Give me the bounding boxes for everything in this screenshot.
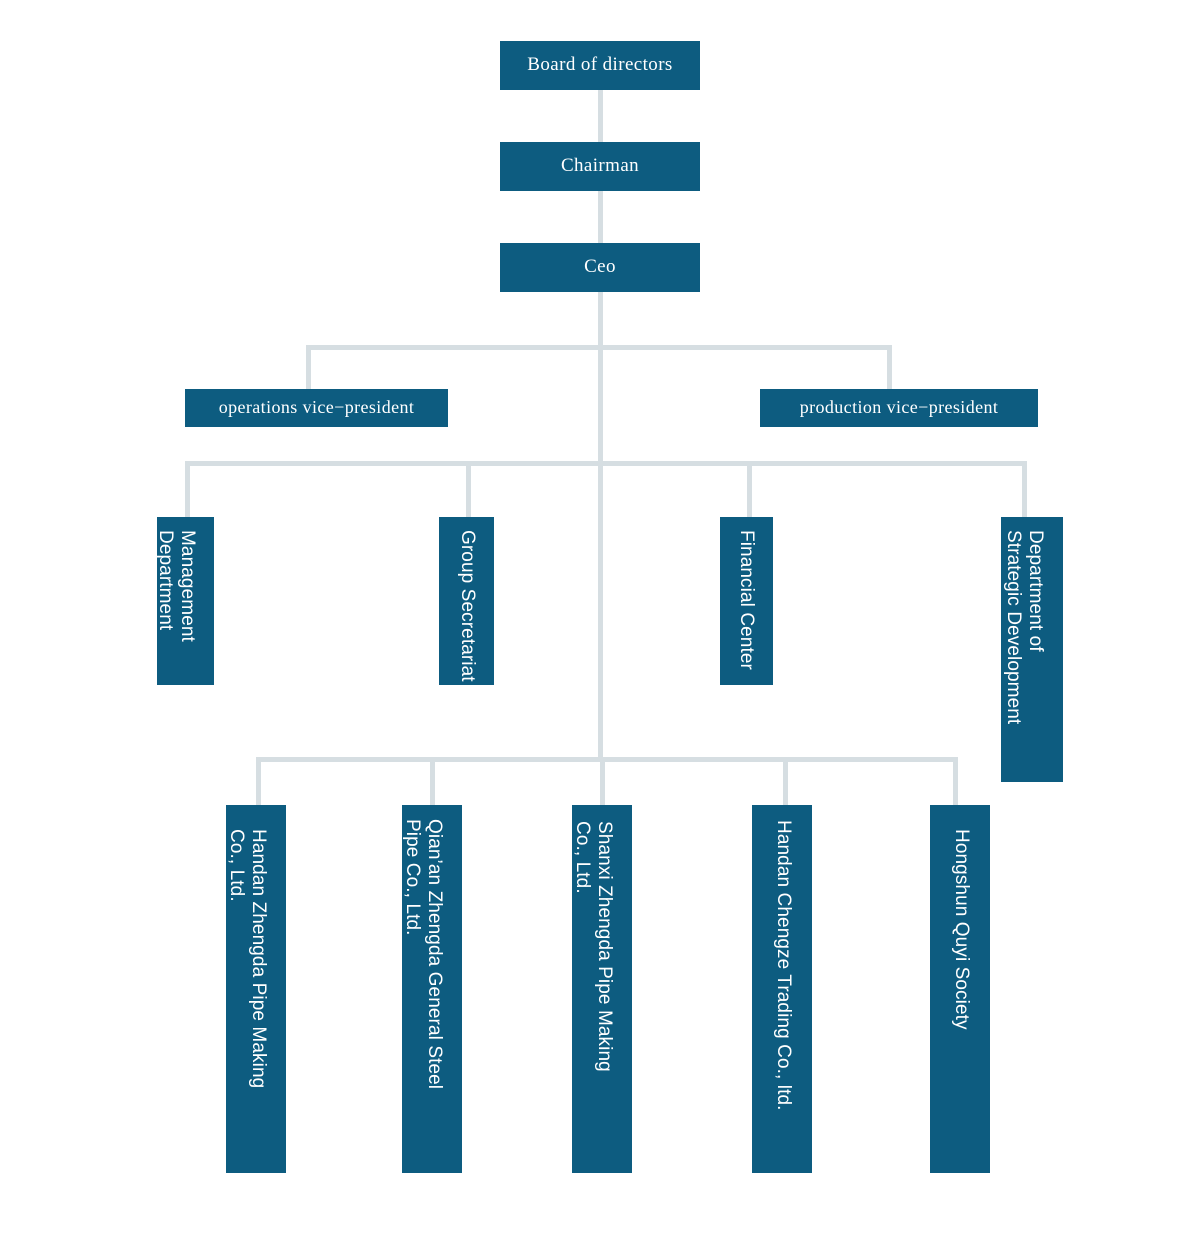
node-department-of-strategic-development-label: Department of Strategic Development: [1002, 530, 1046, 725]
node-group-secretariat-label: Group Secretariat: [457, 530, 478, 682]
node-chairman-label: Chairman: [560, 155, 640, 177]
connector-drop-group-secretariat: [466, 461, 471, 519]
node-ceo[interactable]: Ceo: [500, 243, 700, 292]
node-qianan-zhengda-general-steel-pipe[interactable]: Qian’an Zhengda General Steel Pipe Co., …: [402, 805, 462, 1173]
connector-drop-subsidiary-5: [953, 757, 958, 807]
node-management-department-label: Management Department: [157, 530, 198, 642]
node-hongshun-quyi-society[interactable]: Hongshun Quyi Society: [930, 805, 990, 1173]
node-board-of-directors-label: Board of directors: [527, 54, 673, 76]
connector-ceo-to-vp-rail: [598, 292, 603, 347]
connector-subsidiary-rail: [256, 757, 958, 762]
node-handan-chengze-trading[interactable]: Handan Chengze Trading Co., ltd.: [752, 805, 812, 1173]
node-ceo-label: Ceo: [584, 256, 616, 278]
connector-board-to-chairman: [598, 90, 603, 142]
connector-drop-production-vp: [887, 345, 892, 389]
node-handan-chengze-trading-label: Handan Chengze Trading Co., ltd.: [773, 820, 794, 1111]
connector-drop-subsidiary-4: [783, 757, 788, 807]
connector-drop-operations-vp: [306, 345, 311, 389]
node-operations-vice-president[interactable]: operations vice−president: [185, 389, 448, 427]
node-shanxi-zhengda-pipe-making-label: Shanxi Zhengda Pipe Making Co., Ltd.: [572, 821, 615, 1072]
connector-drop-subsidiary-1: [256, 757, 261, 807]
node-production-vice-president-label: production vice−president: [799, 397, 999, 418]
node-handan-zhengda-pipe-making-label: Handan Zhengda Pipe Making Co., Ltd.: [226, 829, 269, 1089]
connector-drop-strategic-development: [1022, 461, 1027, 519]
node-hongshun-quyi-society-label: Hongshun Quyi Society: [951, 829, 972, 1030]
node-financial-center-label: Financial Center: [736, 530, 757, 670]
connector-drop-management-department: [185, 461, 190, 519]
connector-drop-financial-center: [747, 461, 752, 519]
node-qianan-zhengda-general-steel-pipe-label: Qian’an Zhengda General Steel Pipe Co., …: [402, 819, 445, 1090]
node-group-secretariat[interactable]: Group Secretariat: [439, 517, 494, 685]
node-department-of-strategic-development[interactable]: Department of Strategic Development: [1001, 517, 1063, 782]
node-chairman[interactable]: Chairman: [500, 142, 700, 191]
connector-drop-subsidiary-3: [600, 757, 605, 807]
node-management-department[interactable]: Management Department: [157, 517, 214, 685]
connector-department-rail: [185, 461, 1027, 466]
node-shanxi-zhengda-pipe-making[interactable]: Shanxi Zhengda Pipe Making Co., Ltd.: [572, 805, 632, 1173]
connector-chairman-to-ceo: [598, 191, 603, 243]
node-handan-zhengda-pipe-making[interactable]: Handan Zhengda Pipe Making Co., Ltd.: [226, 805, 286, 1173]
connector-spine-to-department-rail: [598, 345, 603, 465]
connector-spine-to-subsidiary-rail: [598, 461, 603, 761]
node-operations-vice-president-label: operations vice−president: [218, 397, 415, 418]
node-production-vice-president[interactable]: production vice−president: [760, 389, 1038, 427]
node-board-of-directors[interactable]: Board of directors: [500, 41, 700, 90]
connector-drop-subsidiary-2: [430, 757, 435, 807]
node-financial-center[interactable]: Financial Center: [720, 517, 773, 685]
